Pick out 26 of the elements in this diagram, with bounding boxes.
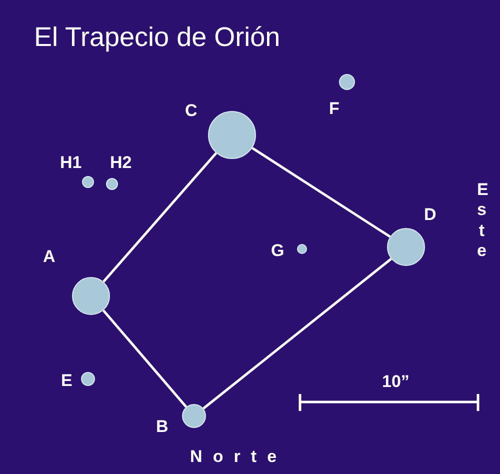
connector-line <box>102 152 218 283</box>
star-circle <box>297 244 307 254</box>
title: El Trapecio de Orión <box>34 22 280 53</box>
star-circle <box>81 372 95 386</box>
star-label: A <box>43 248 56 265</box>
star-label: E <box>61 372 72 389</box>
star-label: C <box>185 102 198 119</box>
star-circle <box>72 277 110 315</box>
star-circle <box>208 111 256 159</box>
star-circle <box>339 74 355 90</box>
connector-line <box>202 258 392 410</box>
star-circle <box>387 228 425 266</box>
star-label: G <box>271 242 284 259</box>
star-label: H1 <box>60 154 82 171</box>
star-label: F <box>329 100 340 117</box>
star-label: B <box>156 418 168 435</box>
star-circle <box>82 176 94 188</box>
connector-line <box>102 310 188 408</box>
star-circle <box>182 404 206 428</box>
star-label: D <box>424 206 436 223</box>
direction-label: Este <box>477 180 486 262</box>
star-circle <box>106 178 118 190</box>
connector-line <box>252 146 391 238</box>
direction-label: Norte <box>190 448 288 465</box>
star-label: H2 <box>110 154 132 171</box>
scale-label: 10” <box>382 373 410 390</box>
